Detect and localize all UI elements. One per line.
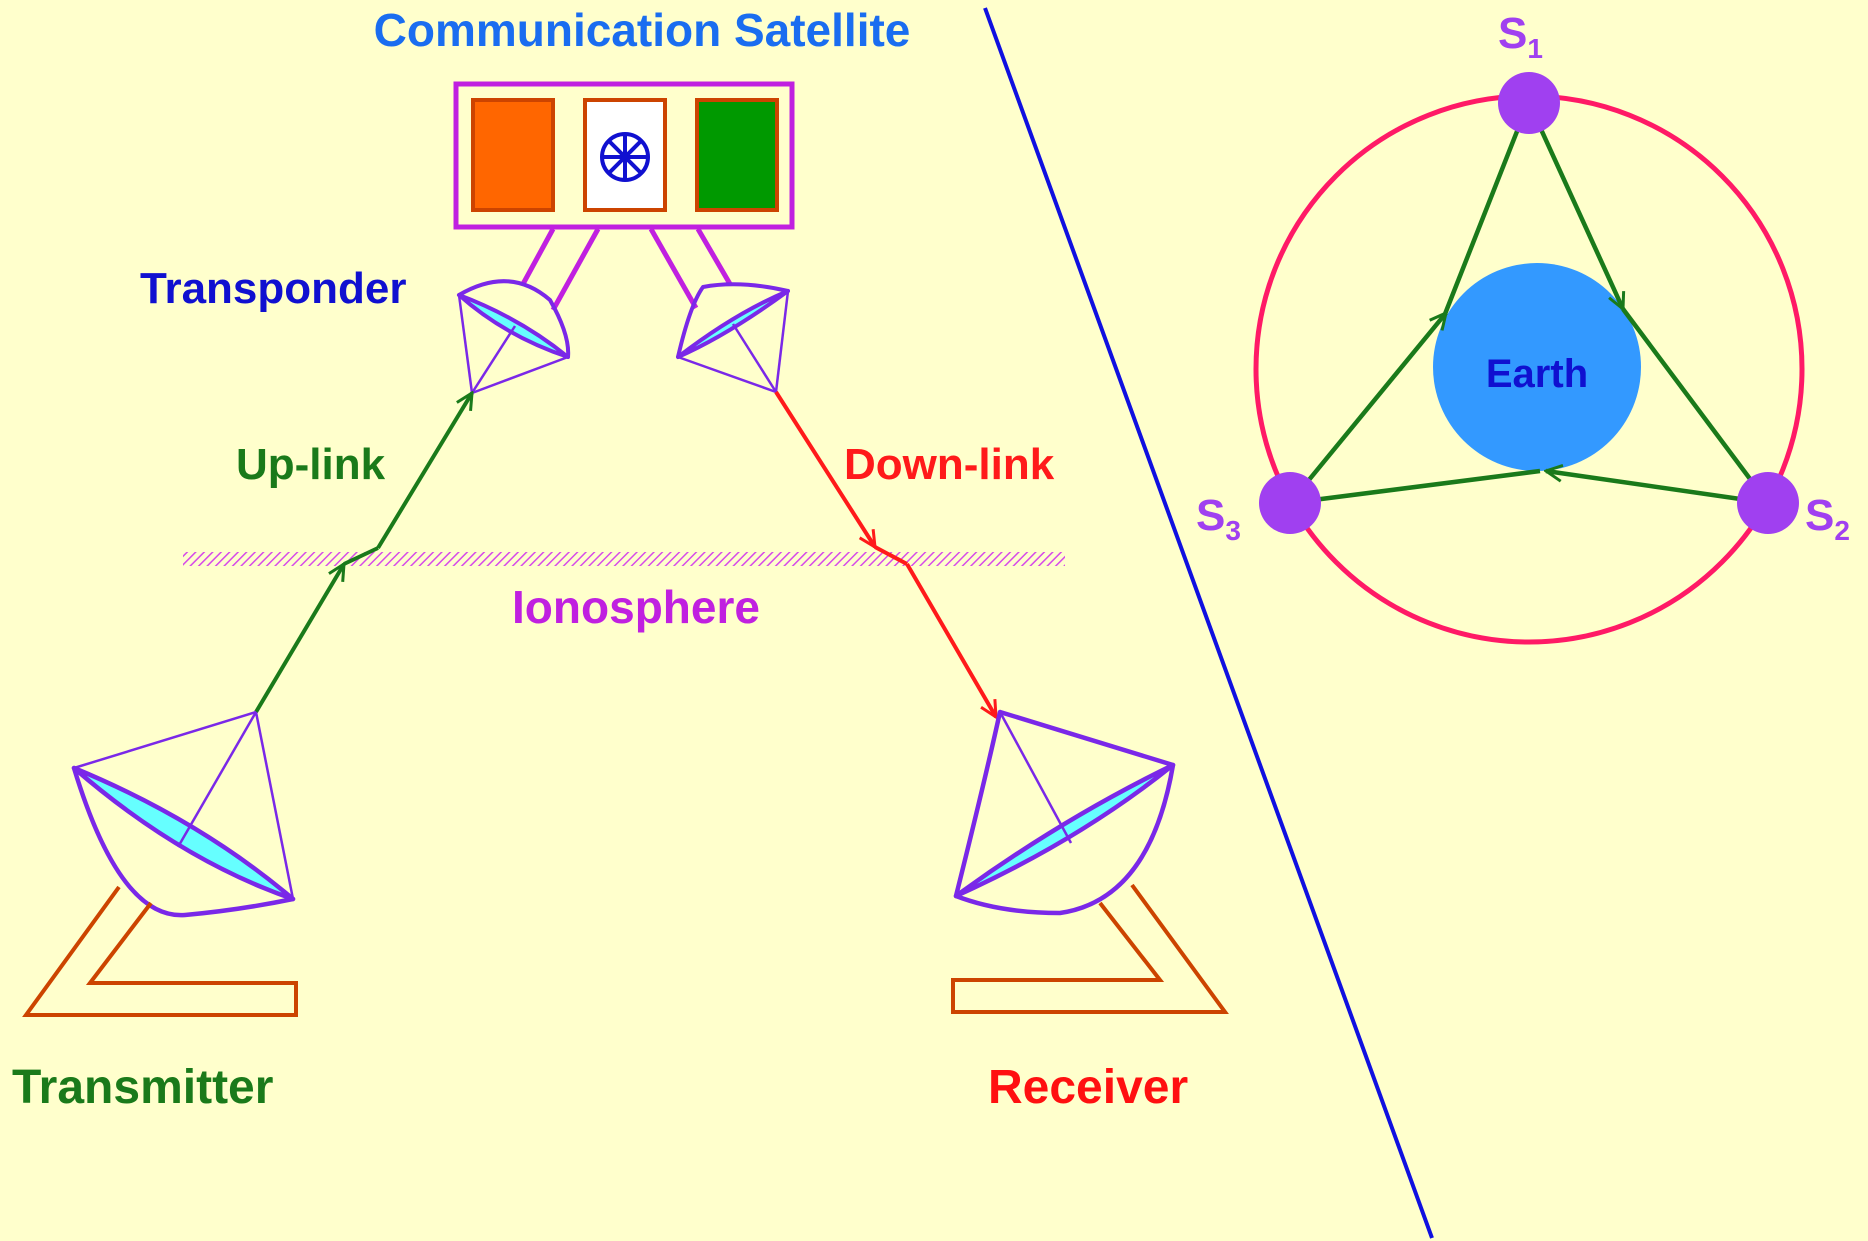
flag-panel-green <box>695 98 779 212</box>
earth <box>1433 263 1641 471</box>
transponder-label: Transponder <box>140 264 407 313</box>
satellite-s1 <box>1498 72 1560 134</box>
divider-line <box>983 7 1434 1239</box>
satellite-s1-label: S1 <box>1498 9 1543 64</box>
satellite-s3-label: S3 <box>1196 491 1241 546</box>
downlink-label: Down-link <box>844 440 1055 489</box>
receiver-label: Receiver <box>988 1061 1188 1114</box>
satellite-title: Communication Satellite <box>374 4 911 56</box>
flag-panel-saffron <box>471 98 555 212</box>
satellite-links <box>1290 102 1768 503</box>
satellite-body <box>453 81 795 230</box>
ashoka-chakra-icon <box>600 132 650 182</box>
satellite-struts <box>520 227 733 312</box>
ionosphere-band <box>183 552 1065 566</box>
receiver-dish <box>953 709 1176 916</box>
flag-panel-white <box>583 98 667 212</box>
transmitter-dish <box>71 710 296 918</box>
transponder-dish-right <box>676 282 790 394</box>
uplink-label: Up-link <box>236 440 386 489</box>
ionosphere-label: Ionosphere <box>512 581 760 633</box>
receiver-stand <box>951 883 1229 1014</box>
transponder-dish-left <box>457 279 571 395</box>
satellite-s2-label: S2 <box>1805 491 1850 546</box>
downlink-path <box>774 390 998 717</box>
satellite-s2 <box>1737 472 1799 534</box>
satellite-s3 <box>1259 472 1321 534</box>
uplink-path <box>254 393 472 714</box>
transmitter-label: Transmitter <box>12 1061 273 1114</box>
earth-label: Earth <box>1486 352 1588 396</box>
transmitter-stand <box>22 885 298 1017</box>
